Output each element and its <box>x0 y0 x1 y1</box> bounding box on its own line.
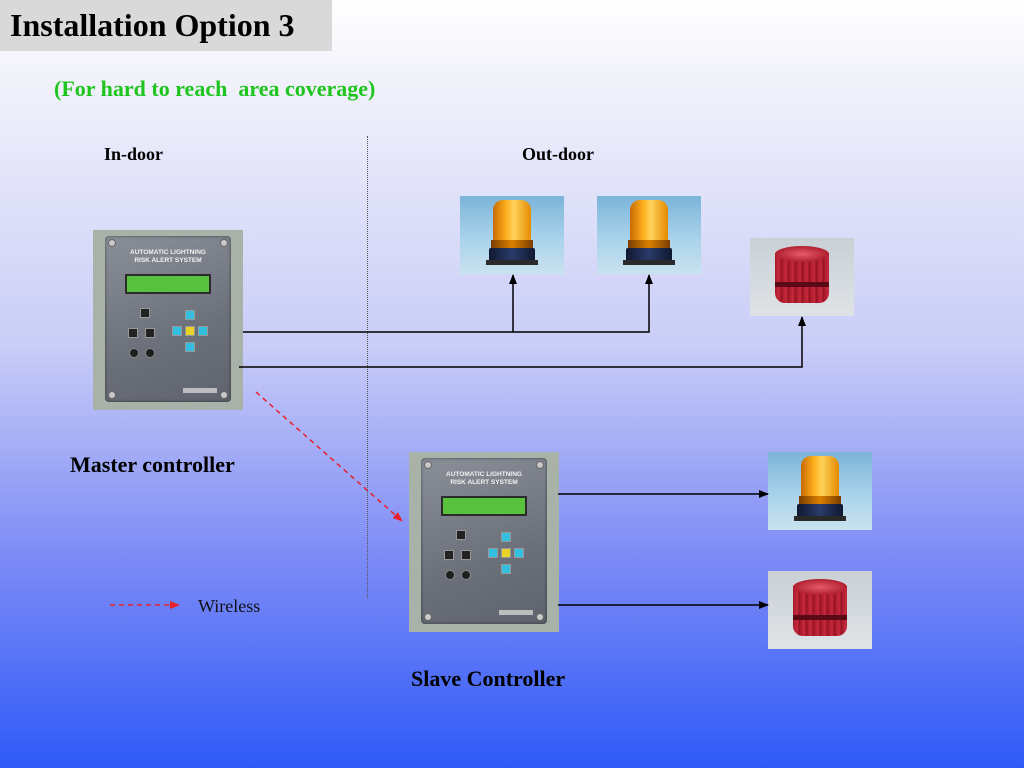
beacon-light-image <box>597 196 701 274</box>
wire-master-to-siren <box>239 316 806 368</box>
master-controller-image: AUTOMATIC LIGHTNING RISK ALERT SYSTEM <box>93 230 243 410</box>
lcd-display <box>125 274 211 294</box>
slave-controller-image: AUTOMATIC LIGHTNING RISK ALERT SYSTEM <box>409 452 559 632</box>
lcd-display <box>441 496 527 516</box>
slave-controller-label: Slave Controller <box>411 666 566 691</box>
wireless-link <box>255 391 403 522</box>
wireless-legend-label: Wireless <box>198 596 261 616</box>
siren-image <box>768 571 872 649</box>
panel-title: AUTOMATIC LIGHTNING RISK ALERT SYSTEM <box>446 471 522 486</box>
beacon-light-image <box>460 196 564 274</box>
master-controller-label: Master controller <box>70 452 235 477</box>
siren-image <box>750 238 854 316</box>
controller-panel: AUTOMATIC LIGHTNING RISK ALERT SYSTEM <box>105 236 231 402</box>
controller-panel: AUTOMATIC LIGHTNING RISK ALERT SYSTEM <box>421 458 547 624</box>
slide-title: Installation Option 3 <box>10 7 295 43</box>
beacon-light-image <box>768 452 872 530</box>
panel-title: AUTOMATIC LIGHTNING RISK ALERT SYSTEM <box>130 249 206 264</box>
wire-master-to-beacons <box>243 274 653 333</box>
outdoor-label: Out-door <box>522 144 594 164</box>
slide-subtitle: (For hard to reach area coverage) <box>54 76 376 101</box>
title-box: Installation Option 3 <box>0 0 332 51</box>
indoor-label: In-door <box>104 144 164 164</box>
